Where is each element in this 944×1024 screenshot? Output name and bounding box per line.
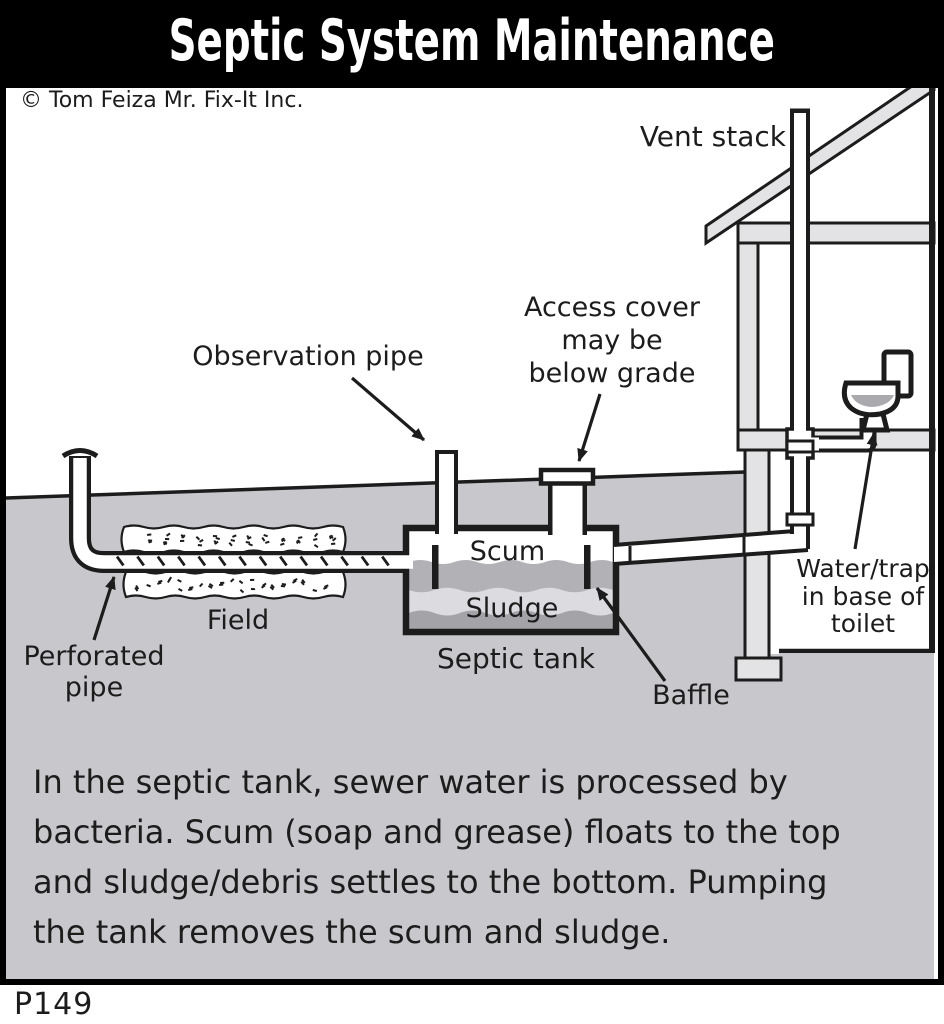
house-right-wall [929,88,935,653]
title-bar: Septic System Maintenance [0,0,944,82]
figure-id: P149 [14,987,94,1022]
house-structure [704,88,936,682]
access-riser-bore [552,483,583,540]
caption-text: In the septic tank, sewer water is proce… [33,763,841,951]
water-trap-arrow [853,432,878,550]
gravel-stipple-upper [147,532,337,549]
baffle-right [584,545,591,589]
baffle-left [432,545,439,589]
baffle-arrow [595,587,667,682]
leader-arrows [92,376,878,682]
label-field: Field [206,605,270,636]
perforated-pipe-arrow [92,576,116,641]
grade-line [6,470,746,500]
riser-cap [61,448,99,459]
sewer-pipe-joints [628,537,746,563]
ceiling-joist [736,221,936,245]
stack-coupling-lower [785,512,815,527]
septic-tank [402,524,620,636]
perforated-pipe-bore [73,458,413,569]
copyright: © Tom Feiza Mr. Fix-It Inc. [20,88,304,113]
label-baffle: Baffle [652,680,730,711]
observation-pipe-arrow [350,376,426,442]
house-wall [736,241,760,432]
perforation-marks [115,555,390,567]
toilet-water [851,395,894,407]
scum-layer [409,560,613,593]
label-water-trap: Water/trap in base of toilet [796,554,930,638]
sewer-pipe [614,530,812,564]
footing [734,656,783,682]
stack-coupling-upper [785,439,815,454]
gravel-bed-lower [122,569,347,600]
label-vent-stack: Vent stack [639,120,786,153]
label-sludge: Sludge [465,593,559,624]
gravel-stipple-lower [134,576,329,594]
panel-border [0,82,944,985]
label-observation-pipe: Observation pipe [192,341,424,372]
tee-opening-horizontal [811,437,819,451]
label-access-cover: Access cover may be below grade [523,292,701,389]
piping [61,108,815,573]
observation-pipe-bore [439,454,454,539]
sludge-layer [409,610,613,630]
access-cover-arrow [577,393,602,462]
label-perforated-pipe: Perforated pipe [23,641,165,703]
access-cover-lid [538,467,596,486]
gravel-bed-upper [120,524,347,555]
tank-outline [402,524,620,636]
label-septic-tank: Septic tank [437,642,595,675]
sewer-pipe-top [613,529,796,547]
vent-stack-bore [794,113,806,545]
page-title: Septic System Maintenance [168,8,776,74]
sewer-pipe-bottom [613,548,809,566]
label-scum: Scum [469,536,546,567]
